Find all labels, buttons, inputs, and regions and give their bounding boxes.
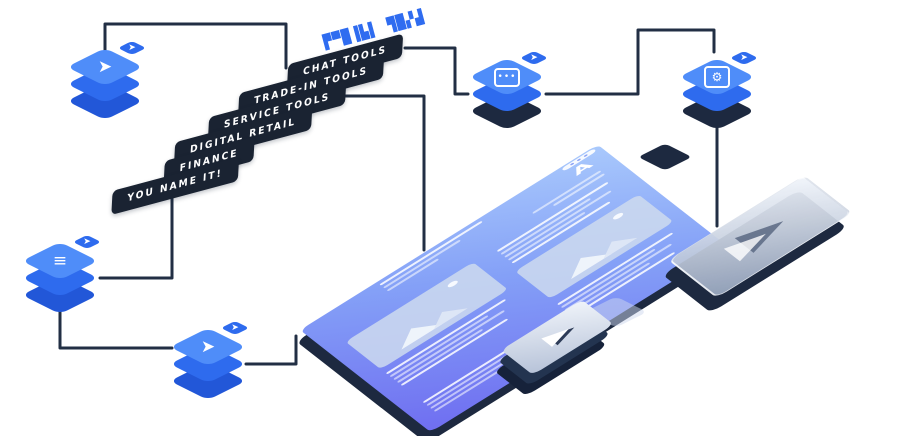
sun-icon [446, 279, 460, 289]
connector-line [103, 22, 288, 70]
pointer-badge: ➤ [220, 320, 250, 336]
pointer-badge-icon: ➤ [128, 42, 136, 53]
pointer-badge-icon: ➤ [740, 52, 748, 63]
gear-glyph: ⚙ [711, 70, 723, 84]
integration-stack-left: ≡ ➤ [15, 232, 105, 322]
pointer-badge: ➤ [117, 40, 147, 56]
integration-stack-top-left: ➤ ➤ [60, 38, 150, 128]
connector-line [98, 196, 174, 280]
pointer-badge-icon: ➤ [530, 52, 538, 63]
integration-stack-chat: ••• ➤ [462, 48, 552, 138]
pointer-badge-icon: ➤ [231, 322, 239, 333]
connector-line [244, 334, 298, 366]
integration-stack-bottom: ➤ ➤ [163, 318, 253, 408]
connector-line [403, 46, 470, 96]
pointer-badge: ➤ [519, 50, 549, 66]
pointer-badge: ➤ [729, 50, 759, 66]
connector-line [544, 28, 716, 96]
connector-line [340, 94, 426, 252]
integration-stack-settings: ⚙ ➤ [672, 48, 762, 138]
pointer-badge-icon: ➤ [83, 236, 91, 247]
sun-icon [611, 211, 625, 221]
connector-line [58, 300, 174, 350]
pointer-badge: ➤ [72, 234, 102, 250]
